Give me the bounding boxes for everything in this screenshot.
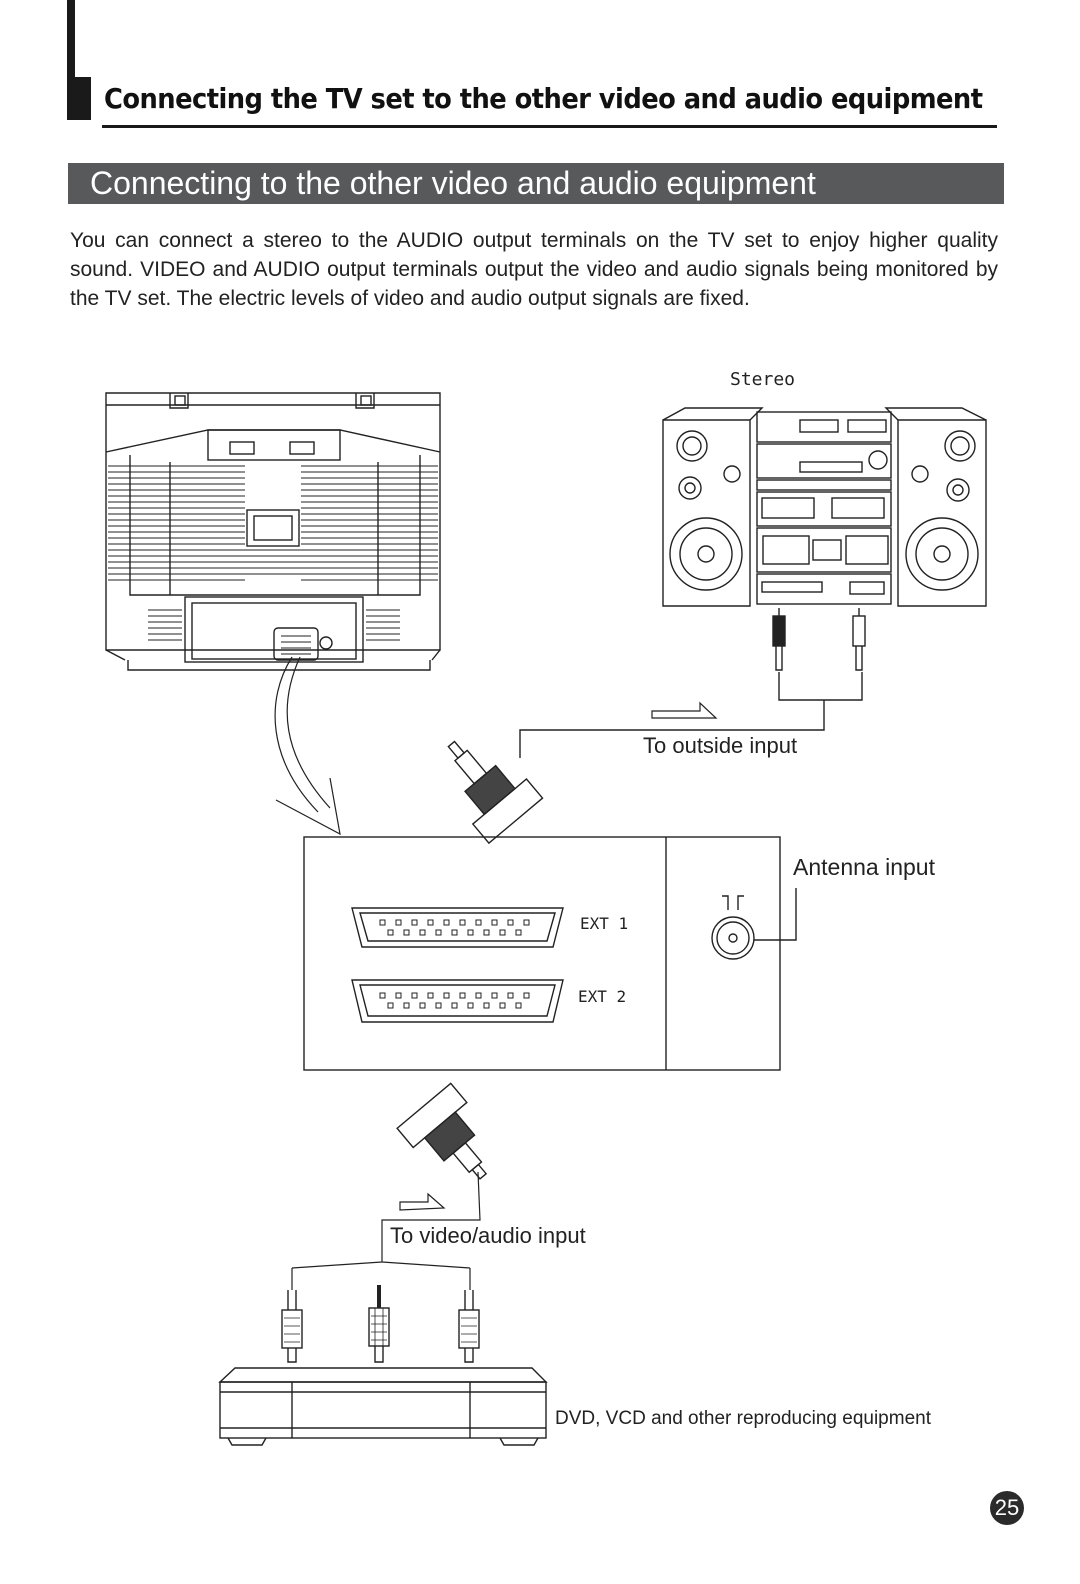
direction-arrow-outside <box>651 701 718 719</box>
page-title: Connecting the TV set to the other video… <box>104 82 983 115</box>
callout-arrow <box>274 656 341 836</box>
scart-plug-upper <box>447 740 544 845</box>
outside-input-label: To outside input <box>643 733 798 758</box>
stereo-illustration <box>662 407 987 607</box>
ext2-label: EXT 2 <box>578 987 627 1006</box>
connector-panel <box>303 836 781 1071</box>
dvd-equipment-label: DVD, VCD and other reproducing equipment <box>555 1408 931 1429</box>
title-underline <box>102 125 997 128</box>
section-title: Connecting to the other video and audio … <box>90 165 816 201</box>
antenna-input-label: Antenna input <box>793 854 935 880</box>
antenna-socket <box>711 888 797 960</box>
tv-vent-grille <box>108 465 438 655</box>
direction-arrow-video <box>399 1192 446 1211</box>
stereo-label: Stereo <box>730 369 796 390</box>
scart-plug-lower <box>396 1082 488 1180</box>
rca-plug-triple <box>281 1285 480 1363</box>
header-accent-block <box>67 77 91 120</box>
ext1-label: EXT 1 <box>580 914 629 933</box>
scart-pins <box>379 919 530 1009</box>
section-banner <box>68 163 1004 204</box>
header-accent-bar <box>67 0 75 77</box>
rca-plug-pair <box>519 608 866 758</box>
page-number: 25 <box>990 1491 1024 1525</box>
intro-paragraph: You can connect a stereo to the AUDIO ou… <box>70 229 998 310</box>
rca-plug-knurl <box>284 1308 477 1346</box>
video-audio-input-label: To video/audio input <box>390 1223 586 1248</box>
dvd-player-illustration <box>218 1367 548 1446</box>
